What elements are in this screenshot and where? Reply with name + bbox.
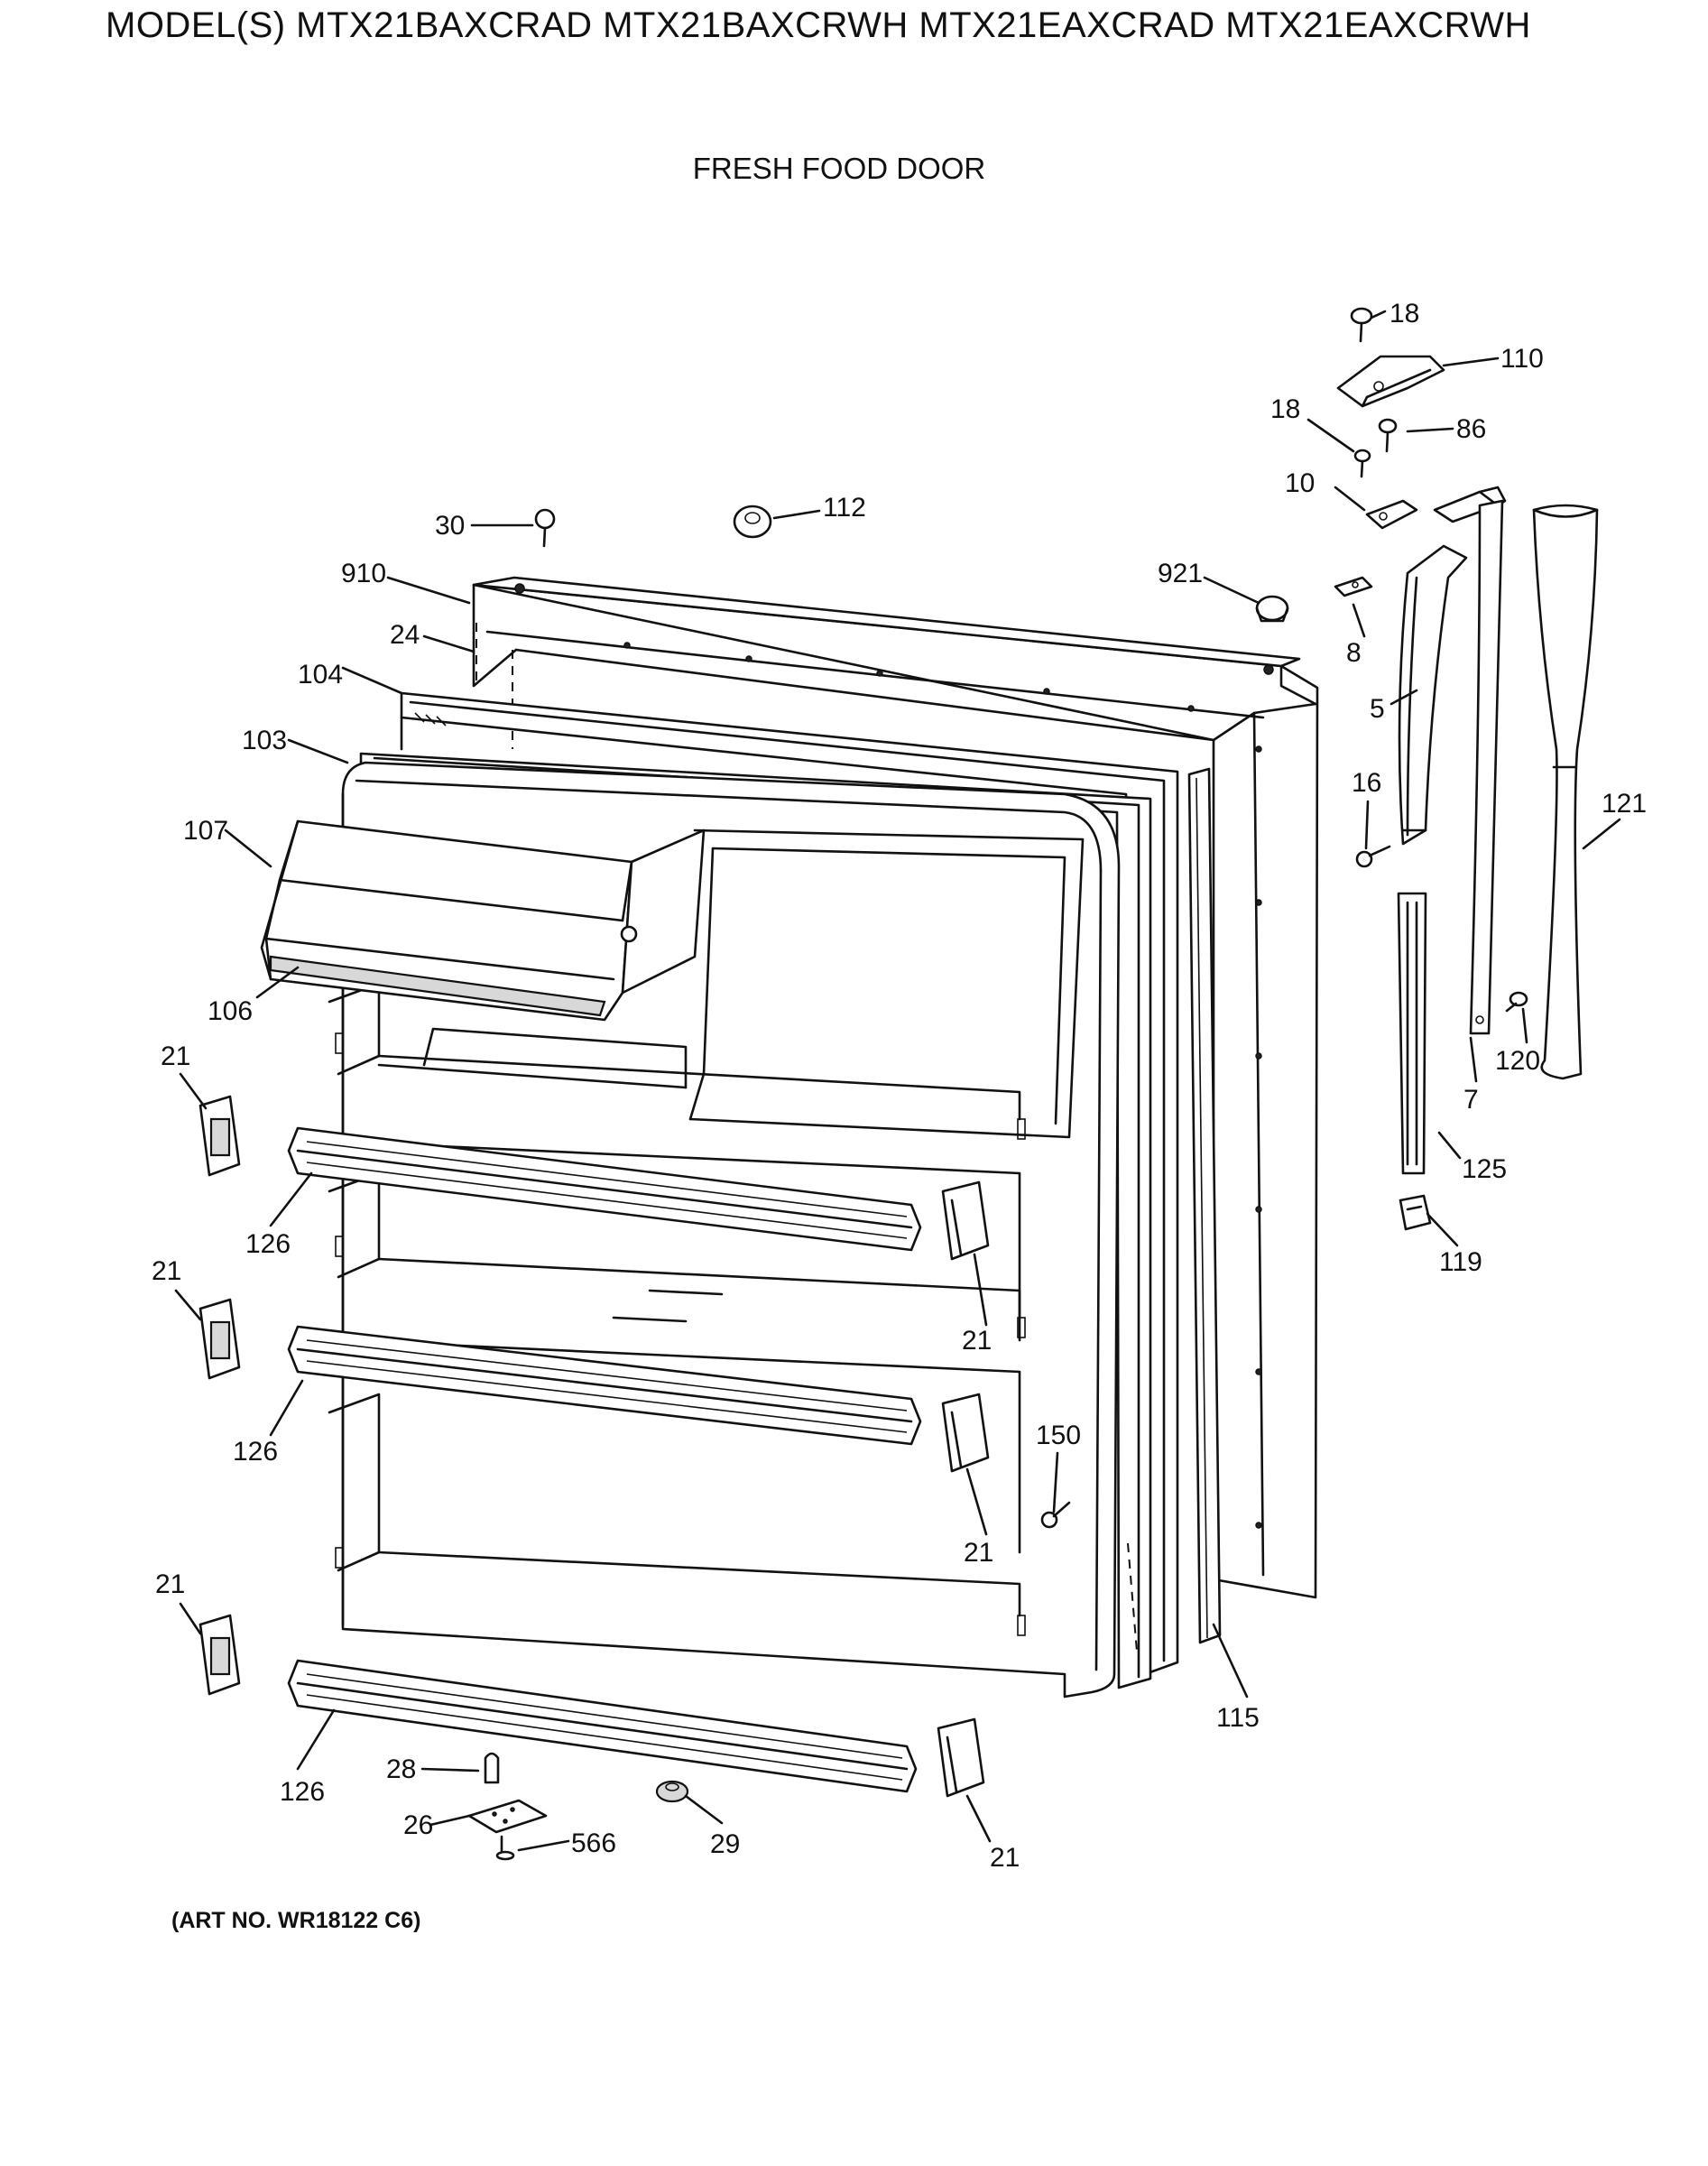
door-gasket-strip <box>1187 767 1222 1644</box>
callout-21: 21 <box>155 1569 185 1599</box>
callout-21: 21 <box>161 1041 190 1071</box>
callout-150: 150 <box>1036 1421 1081 1450</box>
callout-126: 126 <box>245 1229 291 1259</box>
callout-16: 16 <box>1352 768 1381 798</box>
callout-10: 10 <box>1285 468 1315 498</box>
screw-150 <box>1040 1501 1071 1529</box>
screw-16 <box>1355 845 1391 868</box>
callout-29: 29 <box>710 1829 740 1859</box>
hinge-cover-110 <box>1336 355 1445 408</box>
plug-921 <box>1255 595 1289 623</box>
callout-126: 126 <box>233 1437 278 1467</box>
callout-106: 106 <box>208 996 253 1026</box>
door-handle-5 <box>1398 544 1468 846</box>
callout-24: 24 <box>390 620 420 650</box>
shelf-end-cap-left-top <box>198 1095 241 1177</box>
stop-28 <box>484 1752 500 1784</box>
callout-86: 86 <box>1456 414 1486 444</box>
callout-120: 120 <box>1495 1046 1540 1076</box>
callout-126: 126 <box>280 1777 325 1807</box>
plug-112 <box>733 504 772 539</box>
shelf-end-cap-left-bottom <box>198 1614 241 1696</box>
callout-21: 21 <box>990 1843 1020 1873</box>
screw-18-lower <box>1353 449 1371 478</box>
callout-121: 121 <box>1602 789 1647 819</box>
plug-29 <box>655 1780 689 1803</box>
art-number: (ART NO. WR18122 C6) <box>171 1908 421 1933</box>
hinge-plate-10 <box>1365 499 1418 530</box>
model-list-title: MODEL(S) MTX21BAXCRAD MTX21BAXCRWH MTX21… <box>106 5 1531 45</box>
callout-910: 910 <box>341 559 386 588</box>
callout-leader-lines <box>174 310 1621 1852</box>
hinge-clip-8 <box>1334 576 1373 597</box>
shelf-end-cap-right-bottom <box>937 1717 985 1798</box>
door-shelf-bar-lower <box>287 1659 918 1793</box>
callout-21: 21 <box>962 1326 992 1356</box>
shelf-end-cap-left-middle <box>198 1298 241 1380</box>
callout-921: 921 <box>1158 559 1203 588</box>
callout-7: 7 <box>1463 1085 1479 1115</box>
screw-18-top <box>1350 307 1373 343</box>
callout-112: 112 <box>823 493 866 523</box>
dairy-compartment-door <box>260 819 706 1022</box>
callout-110: 110 <box>1500 344 1544 374</box>
panel-mount-holes <box>623 642 1262 1529</box>
section-title: FRESH FOOD DOOR <box>692 152 986 185</box>
callout-21: 21 <box>152 1256 181 1286</box>
screw-30 <box>534 508 556 548</box>
callout-566: 566 <box>571 1828 616 1858</box>
callout-8: 8 <box>1346 638 1362 668</box>
callout-103: 103 <box>242 726 287 755</box>
callout-labels: 18 110 18 86 10 30 112 910 921 24 8 104 … <box>152 299 1647 1873</box>
handle-spacer-125 <box>1397 892 1427 1175</box>
outer-door-panel <box>472 576 1319 1599</box>
callout-30: 30 <box>435 511 465 541</box>
shelf-end-cap-right-middle <box>941 1393 990 1473</box>
handle-rail-7 <box>1469 499 1504 1035</box>
callout-18: 18 <box>1270 394 1300 424</box>
screw-86 <box>1378 418 1398 453</box>
callout-125: 125 <box>1462 1154 1507 1184</box>
callout-26: 26 <box>403 1810 433 1840</box>
callout-104: 104 <box>298 660 343 690</box>
callout-28: 28 <box>386 1754 416 1784</box>
bracket-26 <box>467 1799 548 1834</box>
door-shelf-bar-upper <box>287 1126 922 1252</box>
handle-clip-119 <box>1399 1194 1432 1231</box>
callout-21: 21 <box>964 1538 993 1568</box>
door-shelf-bar-middle <box>287 1325 922 1446</box>
callout-119: 119 <box>1439 1247 1482 1277</box>
screw-566 <box>495 1835 515 1861</box>
callout-18: 18 <box>1389 299 1419 329</box>
callout-115: 115 <box>1216 1703 1260 1733</box>
shelf-end-cap-right-top <box>941 1180 990 1261</box>
screw-120 <box>1505 991 1528 1013</box>
callout-5: 5 <box>1370 694 1385 724</box>
handle-trim-121 <box>1532 504 1599 1080</box>
callout-107: 107 <box>183 816 228 846</box>
